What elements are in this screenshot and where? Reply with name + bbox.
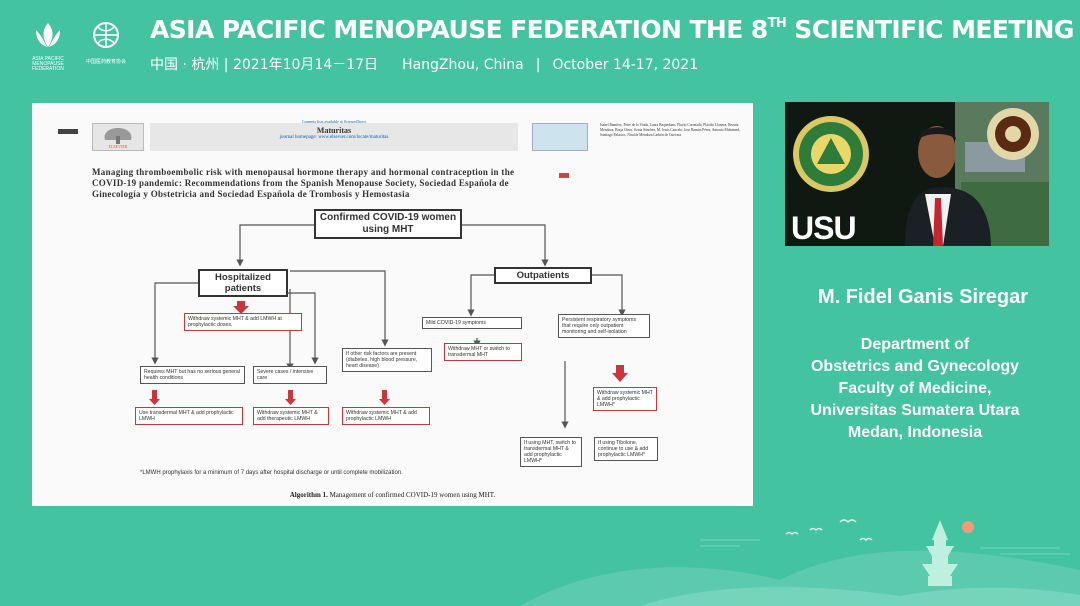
tree-icon bbox=[104, 128, 132, 144]
slide-footnote: *LMWH prophylaxis for a minimum of 7 day… bbox=[140, 470, 403, 476]
apmf-logo-text: ASIA PACIFIC MENOPAUSE FEDERATION bbox=[32, 56, 64, 72]
slide-marker bbox=[58, 129, 78, 134]
flow-withdraw-systemic-star: Withdraw systemic MHT & add prophylactic… bbox=[593, 387, 657, 411]
video-frame bbox=[785, 102, 1049, 246]
author-list: Isabel Ramírez, Peter de la Viuda, Laura… bbox=[600, 123, 741, 137]
flow-severe: Severe cases / intensive care bbox=[253, 366, 327, 384]
flow-mild: Mild COVID-19 symptoms bbox=[422, 317, 522, 329]
affiliation-line: Faculty of Medicine, bbox=[838, 380, 992, 397]
affiliation-line: Obstetrics and Gynecology bbox=[810, 358, 1020, 375]
slide-caption: Algorithm 1. Management of confirmed COV… bbox=[32, 491, 753, 499]
caption-text: Management of confirmed COVID-19 women u… bbox=[327, 491, 496, 499]
flow-hospitalized: Hospitalized patients bbox=[198, 269, 288, 297]
speaker-affiliation: Department of Obstetrics and Gynecology … bbox=[770, 334, 1060, 444]
globe-icon bbox=[93, 22, 119, 48]
title-end: SCIENTIFIC MEETING bbox=[786, 15, 1074, 44]
article-title: Managing thromboembolic risk with menopa… bbox=[92, 167, 515, 199]
title-main: ASIA PACIFIC MENOPAUSE FEDERATION THE 8 bbox=[150, 15, 768, 44]
flow-other-risk: If other risk factors are present (diabe… bbox=[342, 348, 432, 372]
conference-subtitle: 中国 · 杭州 | 2021年10月14－17日 HangZhou, China |… bbox=[150, 54, 698, 74]
subtitle-date: October 14-17, 2021 bbox=[552, 57, 699, 73]
cmea-logo-text: 中国医药教育协会 bbox=[85, 59, 126, 65]
conference-title: ASIA PACIFIC MENOPAUSE FEDERATION THE 8T… bbox=[150, 15, 1074, 44]
crossmark-icon bbox=[559, 173, 569, 178]
journal-header: Contents lists available at ScienceDirec… bbox=[150, 119, 518, 151]
flow-withdraw-switch: Withdraw MHT or switch to transdermal MH… bbox=[444, 343, 522, 361]
affiliation-line: Universitas Sumatera Utara bbox=[810, 402, 1020, 419]
subtitle-city: HangZhou, China bbox=[402, 57, 524, 73]
presentation-slide: ELSEVIER Contents lists available at Sci… bbox=[32, 103, 753, 506]
flow-use-transdermal: Use transdermal MHT & add prophylactic L… bbox=[135, 407, 243, 425]
affiliation-line: Medan, Indonesia bbox=[847, 424, 983, 441]
flow-outpatients: Outpatients bbox=[494, 267, 592, 284]
caption-label: Algorithm 1. bbox=[289, 491, 328, 499]
flow-requires-mht: Requires MHT but has no serious general … bbox=[140, 366, 245, 384]
usu-logo-text: USU bbox=[791, 210, 857, 246]
journal-homepage: journal homepage: www.elsevier.com/locat… bbox=[279, 135, 389, 140]
elsevier-label: ELSEVIER bbox=[108, 144, 128, 149]
subtitle-chinese: 中国 · 杭州 | 2021年10月14－17日 bbox=[150, 57, 379, 73]
elsevier-logo: ELSEVIER bbox=[92, 123, 144, 151]
subtitle-separator: | bbox=[535, 57, 541, 73]
journal-name: Maturitas bbox=[316, 126, 352, 135]
flow-withdraw-add: Withdraw systemic MHT & add LMWH at prop… bbox=[184, 313, 302, 331]
flow-persistent: Persistent respiratory symptoms that req… bbox=[558, 314, 650, 338]
apmf-logo: ASIA PACIFIC MENOPAUSE FEDERATION bbox=[28, 20, 68, 72]
flow-root: Confirmed COVID-19 women using MHT bbox=[314, 209, 462, 239]
flower-icon bbox=[36, 23, 60, 47]
speaker-name: M. Fidel Ganis Siregar bbox=[817, 286, 1029, 308]
affiliation-line: Department of bbox=[860, 336, 970, 353]
speaker-video: USU bbox=[785, 102, 1049, 246]
title-superscript: TH bbox=[767, 16, 787, 31]
flow-if-mht: If using MHT, switch to transdermal MHT … bbox=[520, 437, 582, 467]
flow-withdraw-therapeutic: Withdraw systemic MHT & add therapeutic … bbox=[253, 407, 329, 425]
cmea-logo: 中国医药教育协会 bbox=[74, 20, 138, 72]
journal-cover bbox=[532, 123, 588, 151]
contents-line: Contents lists available at ScienceDirec… bbox=[301, 119, 367, 124]
flow-if-tibolone: If using Tibolone, continue to use & add… bbox=[594, 437, 658, 461]
flow-withdraw-prophylactic: Withdraw systemic MHT & add prophylactic… bbox=[342, 407, 430, 425]
